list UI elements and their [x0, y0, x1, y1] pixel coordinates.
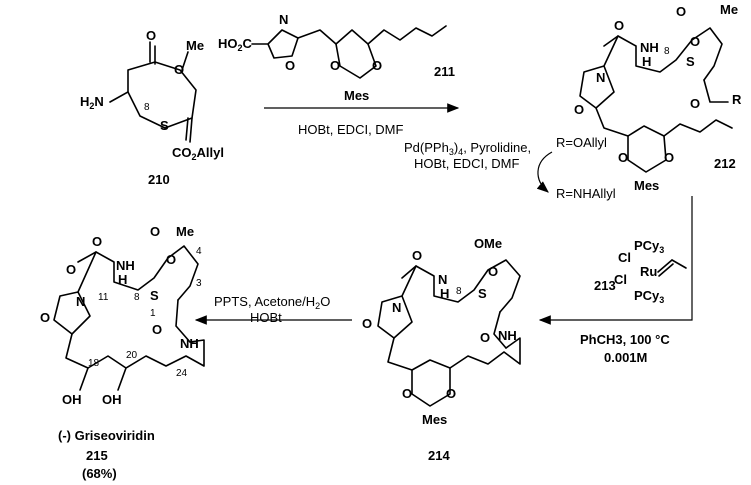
atom-o-214-6: O — [402, 386, 412, 401]
locant-3-215: 3 — [196, 278, 202, 289]
compound-210: O O Me H2N S 8 CO2Allyl 210 — [80, 28, 224, 187]
compound-number-214: 214 — [428, 448, 450, 463]
atom-r: R — [732, 92, 742, 107]
atom-o-212-1: O — [614, 18, 624, 33]
atom-mes-212: Mes — [634, 178, 659, 193]
atom-me: Me — [186, 38, 204, 53]
reaction-arrow-3 — [538, 196, 693, 325]
r-group-before: R=OAllyl — [556, 135, 607, 150]
atom-h-212: H — [642, 54, 651, 69]
r-group-after: R=NHAllyl — [556, 186, 616, 201]
atom-o-ring: O — [174, 62, 184, 77]
atom-n-214-2: N — [392, 300, 401, 315]
atom-me-215: Me — [176, 224, 194, 239]
grubbs-catalyst-213: Cl Cl Ru PCy3 PCy3 213 — [594, 238, 687, 305]
atom-ho2c: HO2C — [218, 36, 253, 53]
compound-215: O O O Me O NH H 8 S 1 4 3 11 O NH N O OH… — [40, 224, 205, 481]
atom-o-dioxane-2: O — [372, 58, 382, 73]
atom-s-215: S — [150, 288, 159, 303]
atom-nh-215: NH — [116, 258, 135, 273]
reagent-step2-line1: Pd(PPh3)4, Pyrolidine, — [404, 140, 531, 157]
atom-o-214-3: O — [488, 264, 498, 279]
atom-pcy3-2: PCy3 — [634, 288, 664, 305]
reagent-step1: HOBt, EDCI, DMF — [298, 122, 404, 137]
atom-me-214: Me — [484, 236, 502, 251]
atom-co2allyl: CO2Allyl — [172, 145, 224, 162]
atom-o-212-5: O — [574, 102, 584, 117]
atom-o-212-7: O — [664, 150, 674, 165]
reagent-step2-line2: HOBt, EDCI, DMF — [414, 156, 520, 171]
atom-cl-1: Cl — [618, 250, 631, 265]
locant-8-215: 8 — [134, 292, 140, 303]
locant-8-214: 8 — [456, 286, 462, 297]
atom-o-215-amide: O — [66, 262, 76, 277]
reagent-step3-conc: 0.001M — [604, 350, 647, 365]
atom-n-214: N — [438, 272, 447, 287]
reagent-step3-temp: PhCH3, 100 °C — [580, 332, 670, 347]
atom-o-212-6: O — [618, 150, 628, 165]
reagent-step4-line1: PPTS, Acetone/H2O — [214, 294, 330, 311]
atom-o-214-2: O — [474, 236, 484, 251]
atom-o-dioxane-1: O — [330, 58, 340, 73]
atom-o-215-4: O — [152, 322, 162, 337]
locant-18-215: 18 — [88, 358, 100, 369]
locant-1-215: 1 — [150, 308, 156, 319]
atom-nh-214: NH — [498, 328, 517, 343]
atom-o-212-2: O — [676, 4, 686, 19]
atom-h-215: H — [118, 272, 127, 287]
compound-number-212: 212 — [714, 156, 736, 171]
atom-oh-2: OH — [102, 392, 122, 407]
atom-o-212-4: O — [690, 96, 700, 111]
atom-o-212-3: O — [690, 34, 700, 49]
atom-nh-215-2: NH — [180, 336, 199, 351]
atom-o-carbonyl: O — [146, 28, 156, 43]
atom-mes-214: Mes — [422, 412, 447, 427]
compound-number-213: 213 — [594, 278, 616, 293]
atom-o-215-3: O — [166, 252, 176, 267]
locant-20-215: 20 — [126, 350, 138, 361]
atom-o-oxazole: O — [285, 58, 295, 73]
atom-cl-2: Cl — [614, 272, 627, 287]
compound-number-211: 211 — [434, 64, 455, 79]
compound-211: HO2C N O O O Mes 211 — [218, 12, 455, 103]
compound-212: O O O Me NH H 8 S O R N O O O Mes 212 — [574, 2, 742, 193]
compound-number-210: 210 — [148, 172, 170, 187]
yield-215: (68%) — [82, 466, 117, 481]
atom-mes: Mes — [344, 88, 369, 103]
atom-s: S — [160, 118, 169, 133]
atom-o-215-2: O — [150, 224, 160, 239]
atom-oh-1: OH — [62, 392, 82, 407]
atom-o-214-5: O — [362, 316, 372, 331]
atom-o-214-7: O — [446, 386, 456, 401]
atom-o-215-1: O — [92, 234, 102, 249]
atom-me-212: Me — [720, 2, 738, 17]
r-group-conversion-arrow — [536, 151, 553, 193]
compound-214: O O O Me N H 8 S O NH N O O O Mes 214 — [362, 236, 521, 463]
atom-pcy3-1: PCy3 — [634, 238, 664, 255]
atom-s-214: S — [478, 286, 487, 301]
atom-n-oxazole: N — [279, 12, 288, 27]
atom-n-215-2: N — [76, 294, 85, 309]
locant-8-212: 8 — [664, 46, 670, 57]
atom-nh-212: NH — [640, 40, 659, 55]
atom-h2n: H2N — [80, 94, 104, 111]
atom-n-212: N — [596, 70, 605, 85]
compound-name-215: (-) Griseoviridin — [58, 428, 155, 443]
locant-11-215: 11 — [98, 292, 109, 303]
atom-o-214-1: O — [412, 248, 422, 263]
reagent-step4-line2: HOBt — [250, 310, 282, 325]
compound-number-215: 215 — [86, 448, 108, 463]
atom-o-215-5: O — [40, 310, 50, 325]
atom-o-214-4: O — [480, 330, 490, 345]
locant-8: 8 — [144, 102, 150, 113]
atom-ru: Ru — [640, 264, 657, 279]
locant-4-215: 4 — [196, 246, 202, 257]
atom-s-212: S — [686, 54, 695, 69]
atom-h-214: H — [440, 286, 449, 301]
locant-24-215: 24 — [176, 368, 188, 379]
